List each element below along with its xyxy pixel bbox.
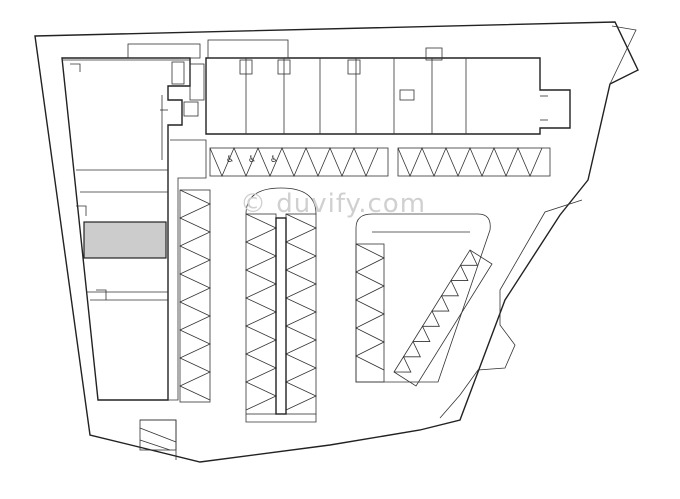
stall-column-center-left-zigzag xyxy=(245,213,277,411)
stall-row-top-left xyxy=(209,147,389,177)
site-boundary xyxy=(34,21,639,463)
stall-row-top-right xyxy=(397,147,551,177)
top-building xyxy=(205,39,571,135)
watermark: © duvify.com xyxy=(240,189,426,219)
center-island-bottom xyxy=(245,414,317,423)
stall-column-left xyxy=(179,189,211,403)
stall-column-left-zigzag xyxy=(179,189,211,401)
stall-row-diagonal xyxy=(393,249,493,387)
stall-column-right-zigzag xyxy=(355,243,385,371)
accessible-parking-icon: ♿ xyxy=(248,155,256,165)
center-island-top xyxy=(245,187,317,215)
entry-ramp xyxy=(139,419,177,451)
left-building xyxy=(61,43,205,401)
stall-column-right xyxy=(355,243,385,383)
highlighted-unit xyxy=(83,221,167,259)
parking-stalls xyxy=(179,146,551,423)
accessible-parking-icon: ♿ xyxy=(226,155,234,165)
street-curb xyxy=(439,199,583,419)
site-boundary-inner xyxy=(609,25,637,85)
right-island-outline xyxy=(355,213,491,383)
accessible-parking-icon: ♿ xyxy=(270,155,278,165)
stall-row-top-right-zigzag xyxy=(397,146,543,178)
stall-column-center-right-zigzag xyxy=(285,213,317,411)
stall-row-top-left-zigzag xyxy=(209,146,379,178)
drive-aisle-left xyxy=(168,139,207,401)
center-median xyxy=(275,217,287,415)
